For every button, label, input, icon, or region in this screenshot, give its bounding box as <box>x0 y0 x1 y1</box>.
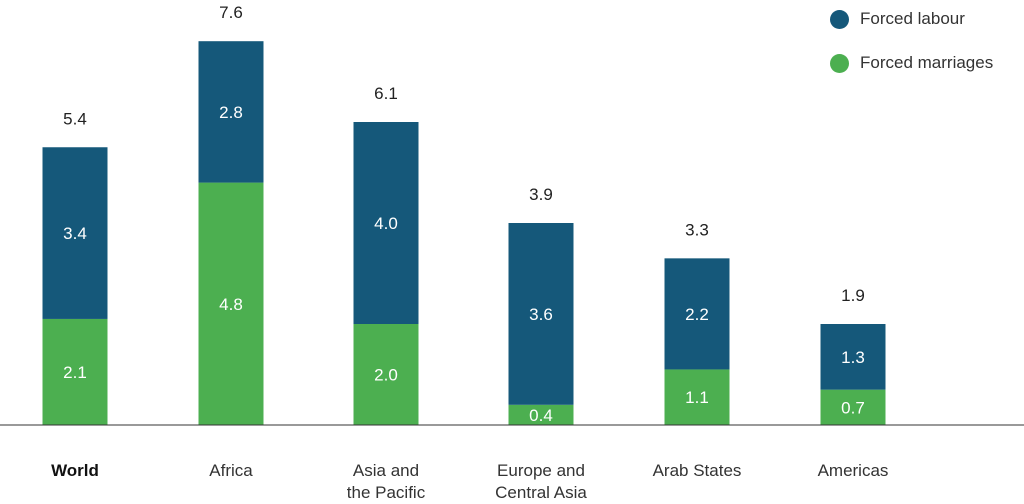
category-label-arab-states: Arab States <box>653 461 742 480</box>
category-label-asia-and-the-pacific: Asia and <box>353 461 419 480</box>
bar-forced-labour-arab-states <box>664 258 730 370</box>
legend-label-forced-labour: Forced labour <box>860 9 965 28</box>
total-label-world: 5.4 <box>63 109 87 128</box>
bar-forced-marriages-africa <box>198 182 264 425</box>
data-label-forced-labour-africa: 2.8 <box>219 103 243 122</box>
legend-item-forced-marriages: Forced marriages <box>830 52 993 74</box>
data-label-forced-marriages-africa: 4.8 <box>219 295 243 314</box>
data-label-forced-labour-asia-and-the-pacific: 4.0 <box>374 214 398 233</box>
category-label-world: World <box>51 461 99 480</box>
legend-item-forced-labour: Forced labour <box>830 8 993 30</box>
total-label-arab-states: 3.3 <box>685 220 709 239</box>
bar-forced-labour-asia-and-the-pacific <box>353 122 419 324</box>
total-label-africa: 7.6 <box>219 3 243 22</box>
legend-label-forced-marriages: Forced marriages <box>860 53 994 72</box>
bar-forced-labour-africa <box>198 41 264 183</box>
legend-swatch-forced-marriages <box>830 53 849 73</box>
category-label-europe-and-central-asia: Europe and <box>497 461 585 480</box>
legend-swatch-forced-labour <box>830 9 849 29</box>
bar-forced-marriages-americas <box>820 389 886 425</box>
data-label-forced-labour-europe-and-central-asia: 3.6 <box>529 305 553 324</box>
data-label-forced-marriages-arab-states: 1.1 <box>685 388 709 407</box>
total-label-asia-and-the-pacific: 6.1 <box>374 84 398 103</box>
data-label-forced-labour-world: 3.4 <box>63 224 87 243</box>
bar-forced-labour-americas <box>820 324 886 390</box>
bar-forced-marriages-europe-and-central-asia <box>508 404 574 425</box>
legend: Forced labour Forced marriages <box>830 8 993 96</box>
category-label-asia-and-the-pacific: the Pacific <box>347 483 426 502</box>
data-label-forced-labour-arab-states: 2.2 <box>685 305 709 324</box>
data-label-forced-marriages-europe-and-central-asia: 0.4 <box>529 406 553 425</box>
data-label-forced-marriages-asia-and-the-pacific: 2.0 <box>374 366 398 385</box>
total-label-europe-and-central-asia: 3.9 <box>529 185 553 204</box>
category-label-americas: Americas <box>818 461 889 480</box>
bar-forced-marriages-arab-states <box>664 369 730 425</box>
bar-forced-labour-europe-and-central-asia <box>508 223 574 405</box>
bar-forced-marriages-world <box>42 318 108 425</box>
category-label-africa: Africa <box>209 461 253 480</box>
category-label-europe-and-central-asia: Central Asia <box>495 483 587 502</box>
total-label-americas: 1.9 <box>841 286 865 305</box>
data-label-forced-labour-americas: 1.3 <box>841 348 865 367</box>
data-label-forced-marriages-world: 2.1 <box>63 363 87 382</box>
bar-forced-labour-world <box>42 147 108 319</box>
data-label-forced-marriages-americas: 0.7 <box>841 398 865 417</box>
bar-forced-marriages-asia-and-the-pacific <box>353 324 419 425</box>
